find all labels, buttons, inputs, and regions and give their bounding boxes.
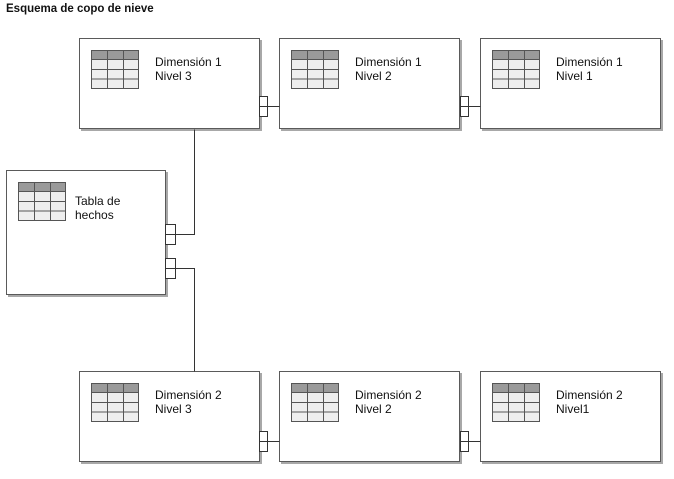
dimension1-level1-node: Dimensión 1 Nivel 1: [480, 38, 661, 129]
table-icon: [91, 383, 139, 422]
relationship-connector: [460, 431, 481, 452]
node-label: Dimensión 1 Nivel 3: [155, 55, 222, 83]
relationship-connector: [165, 258, 195, 372]
node-label: Dimensión 2 Nivel 3: [155, 388, 222, 416]
dimension2-level1-node: Dimensión 2 Nivel1: [480, 371, 661, 462]
dimension1-level2-node: Dimensión 1 Nivel 2: [279, 38, 460, 129]
relationship-connector: [460, 96, 481, 117]
dimension2-level3-node: Dimensión 2 Nivel 3: [79, 371, 260, 462]
relationship-connector: [165, 129, 195, 245]
relationship-connector: [259, 431, 280, 452]
node-label: Dimensión 2 Nivel1: [556, 388, 623, 416]
table-icon: [291, 50, 339, 89]
relationship-connector: [259, 96, 280, 117]
table-icon: [18, 182, 66, 221]
fact-table-node: Tabla de hechos: [6, 170, 166, 295]
dimension2-level2-node: Dimensión 2 Nivel 2: [279, 371, 460, 462]
dimension1-level3-node: Dimensión 1 Nivel 3: [79, 38, 260, 129]
table-icon: [492, 383, 540, 422]
node-label: Dimensión 1 Nivel 2: [355, 55, 422, 83]
table-icon: [91, 50, 139, 89]
node-label: Dimensión 2 Nivel 2: [355, 388, 422, 416]
diagram-title: Esquema de copo de nieve: [6, 3, 154, 15]
table-icon: [291, 383, 339, 422]
table-icon: [492, 50, 540, 89]
node-label: Dimensión 1 Nivel 1: [556, 55, 623, 83]
node-label: Tabla de hechos: [75, 194, 121, 222]
